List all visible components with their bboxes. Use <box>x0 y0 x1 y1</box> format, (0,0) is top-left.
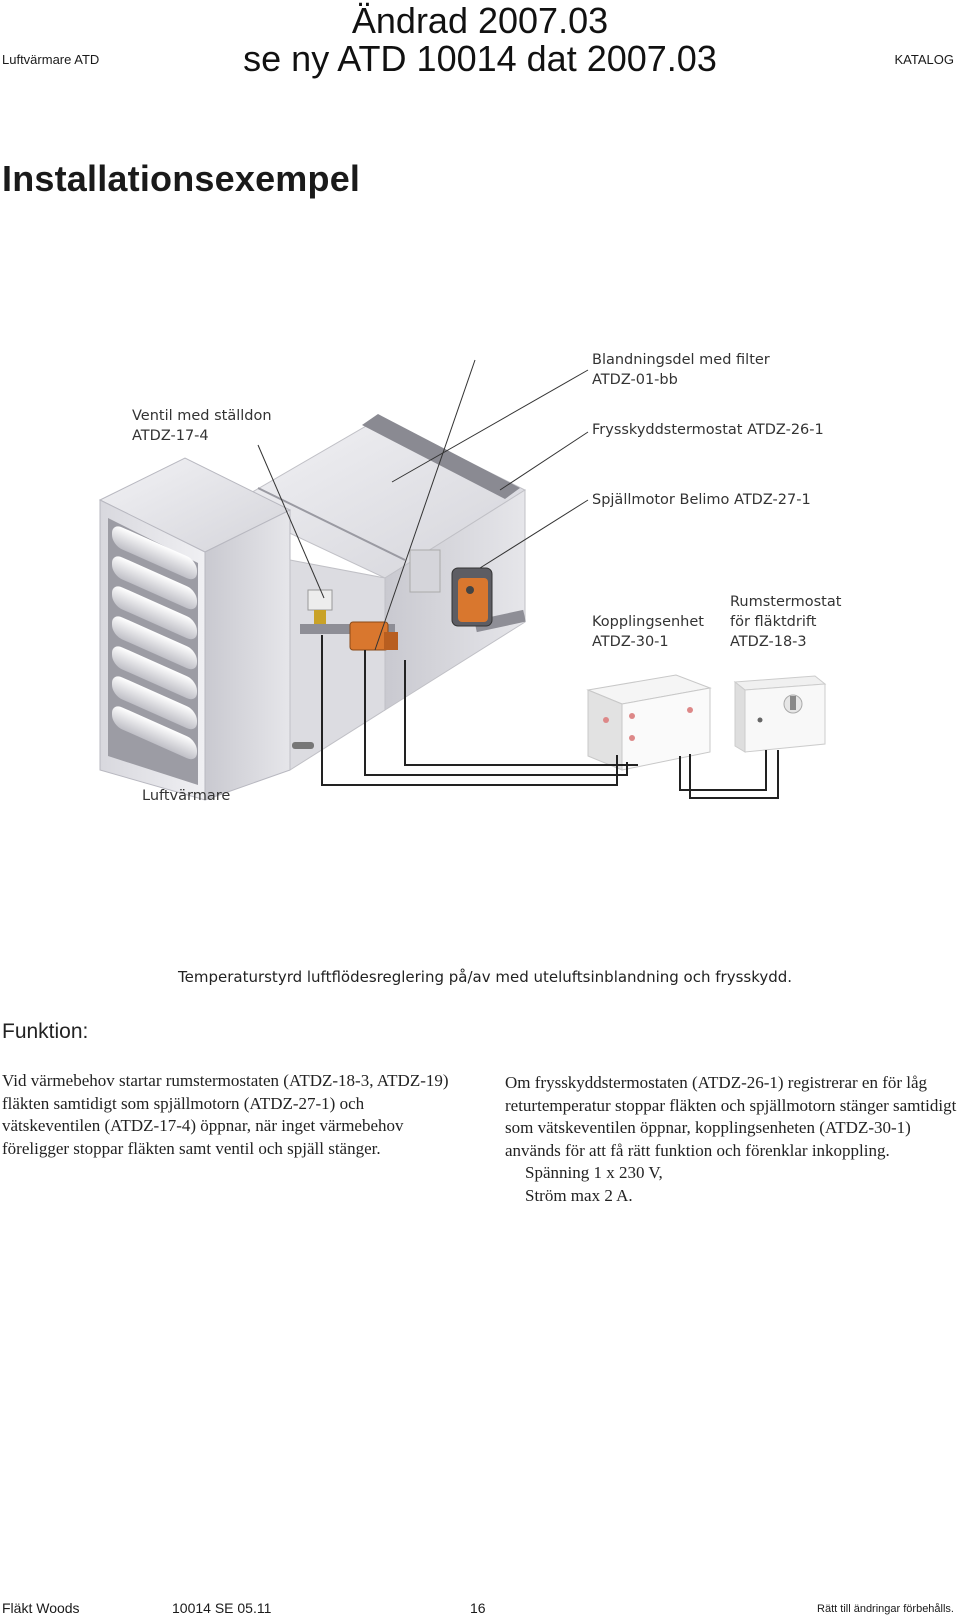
installation-figure <box>98 359 827 801</box>
figure-caption: Temperaturstyrd luftflödesreglering på/a… <box>178 968 793 986</box>
label-rumstermostat: Rumstermostat för fläktdrift ATDZ-18-3 <box>730 594 842 650</box>
label-blandningsdel: Blandningsdel med filter ATDZ-01-bb <box>592 352 770 388</box>
revision-stamp-line1: Ändrad 2007.03 <box>351 0 609 41</box>
function-column-1: Vid värmebehov startar rumstermostaten (… <box>2 1070 462 1160</box>
wiring <box>321 635 779 799</box>
label-luftvarmare: Luftvärmare <box>142 788 231 804</box>
footer-page-number: 16 <box>470 1600 486 1616</box>
heater-unit <box>98 457 386 801</box>
label-spjallmotor: Spjällmotor Belimo ATDZ-27-1 <box>592 492 811 508</box>
leader-lines <box>257 359 589 651</box>
footer-company: Fläkt Woods <box>2 1600 80 1616</box>
louvers <box>112 526 197 760</box>
function-column-2: Om frysskyddstermostaten (ATDZ-26-1) reg… <box>505 1072 960 1207</box>
header-right: KATALOG <box>894 52 954 67</box>
room-thermostat-box <box>733 675 827 753</box>
revision-stamp-line2: se ny ATD 10014 dat 2007.03 <box>243 38 717 79</box>
function-heading: Funktion: <box>2 1020 89 1043</box>
label-kopplingsenhet: Kopplingsenhet ATDZ-30-1 <box>592 614 704 650</box>
function-text-1: Vid värmebehov startar rumstermostaten (… <box>2 1071 449 1158</box>
footer-rights: Rätt till ändringar förbehålls. <box>817 1603 954 1615</box>
function-text-2: Om frysskyddstermostaten (ATDZ-26-1) reg… <box>505 1073 957 1160</box>
valve-actuator <box>300 589 398 651</box>
label-ventil: Ventil med ställdon ATDZ-17-4 <box>132 408 272 444</box>
spec-voltage: Spänning 1 x 230 V, <box>525 1163 663 1182</box>
label-frysskydd: Frysskyddstermostat ATDZ-26-1 <box>592 422 824 438</box>
damper-motor <box>451 567 526 633</box>
spec-current: Ström max 2 A. <box>525 1185 633 1205</box>
footer-doc-number: 10014 SE 05.11 <box>172 1600 272 1616</box>
header-left: Luftvärmare ATD <box>2 52 100 67</box>
page-title: Installationsexempel <box>2 158 361 199</box>
revision-stamp: Ändrad 2007.03 se ny ATD 10014 dat 2007.… <box>0 2 960 78</box>
coupling-unit-box <box>586 674 712 771</box>
